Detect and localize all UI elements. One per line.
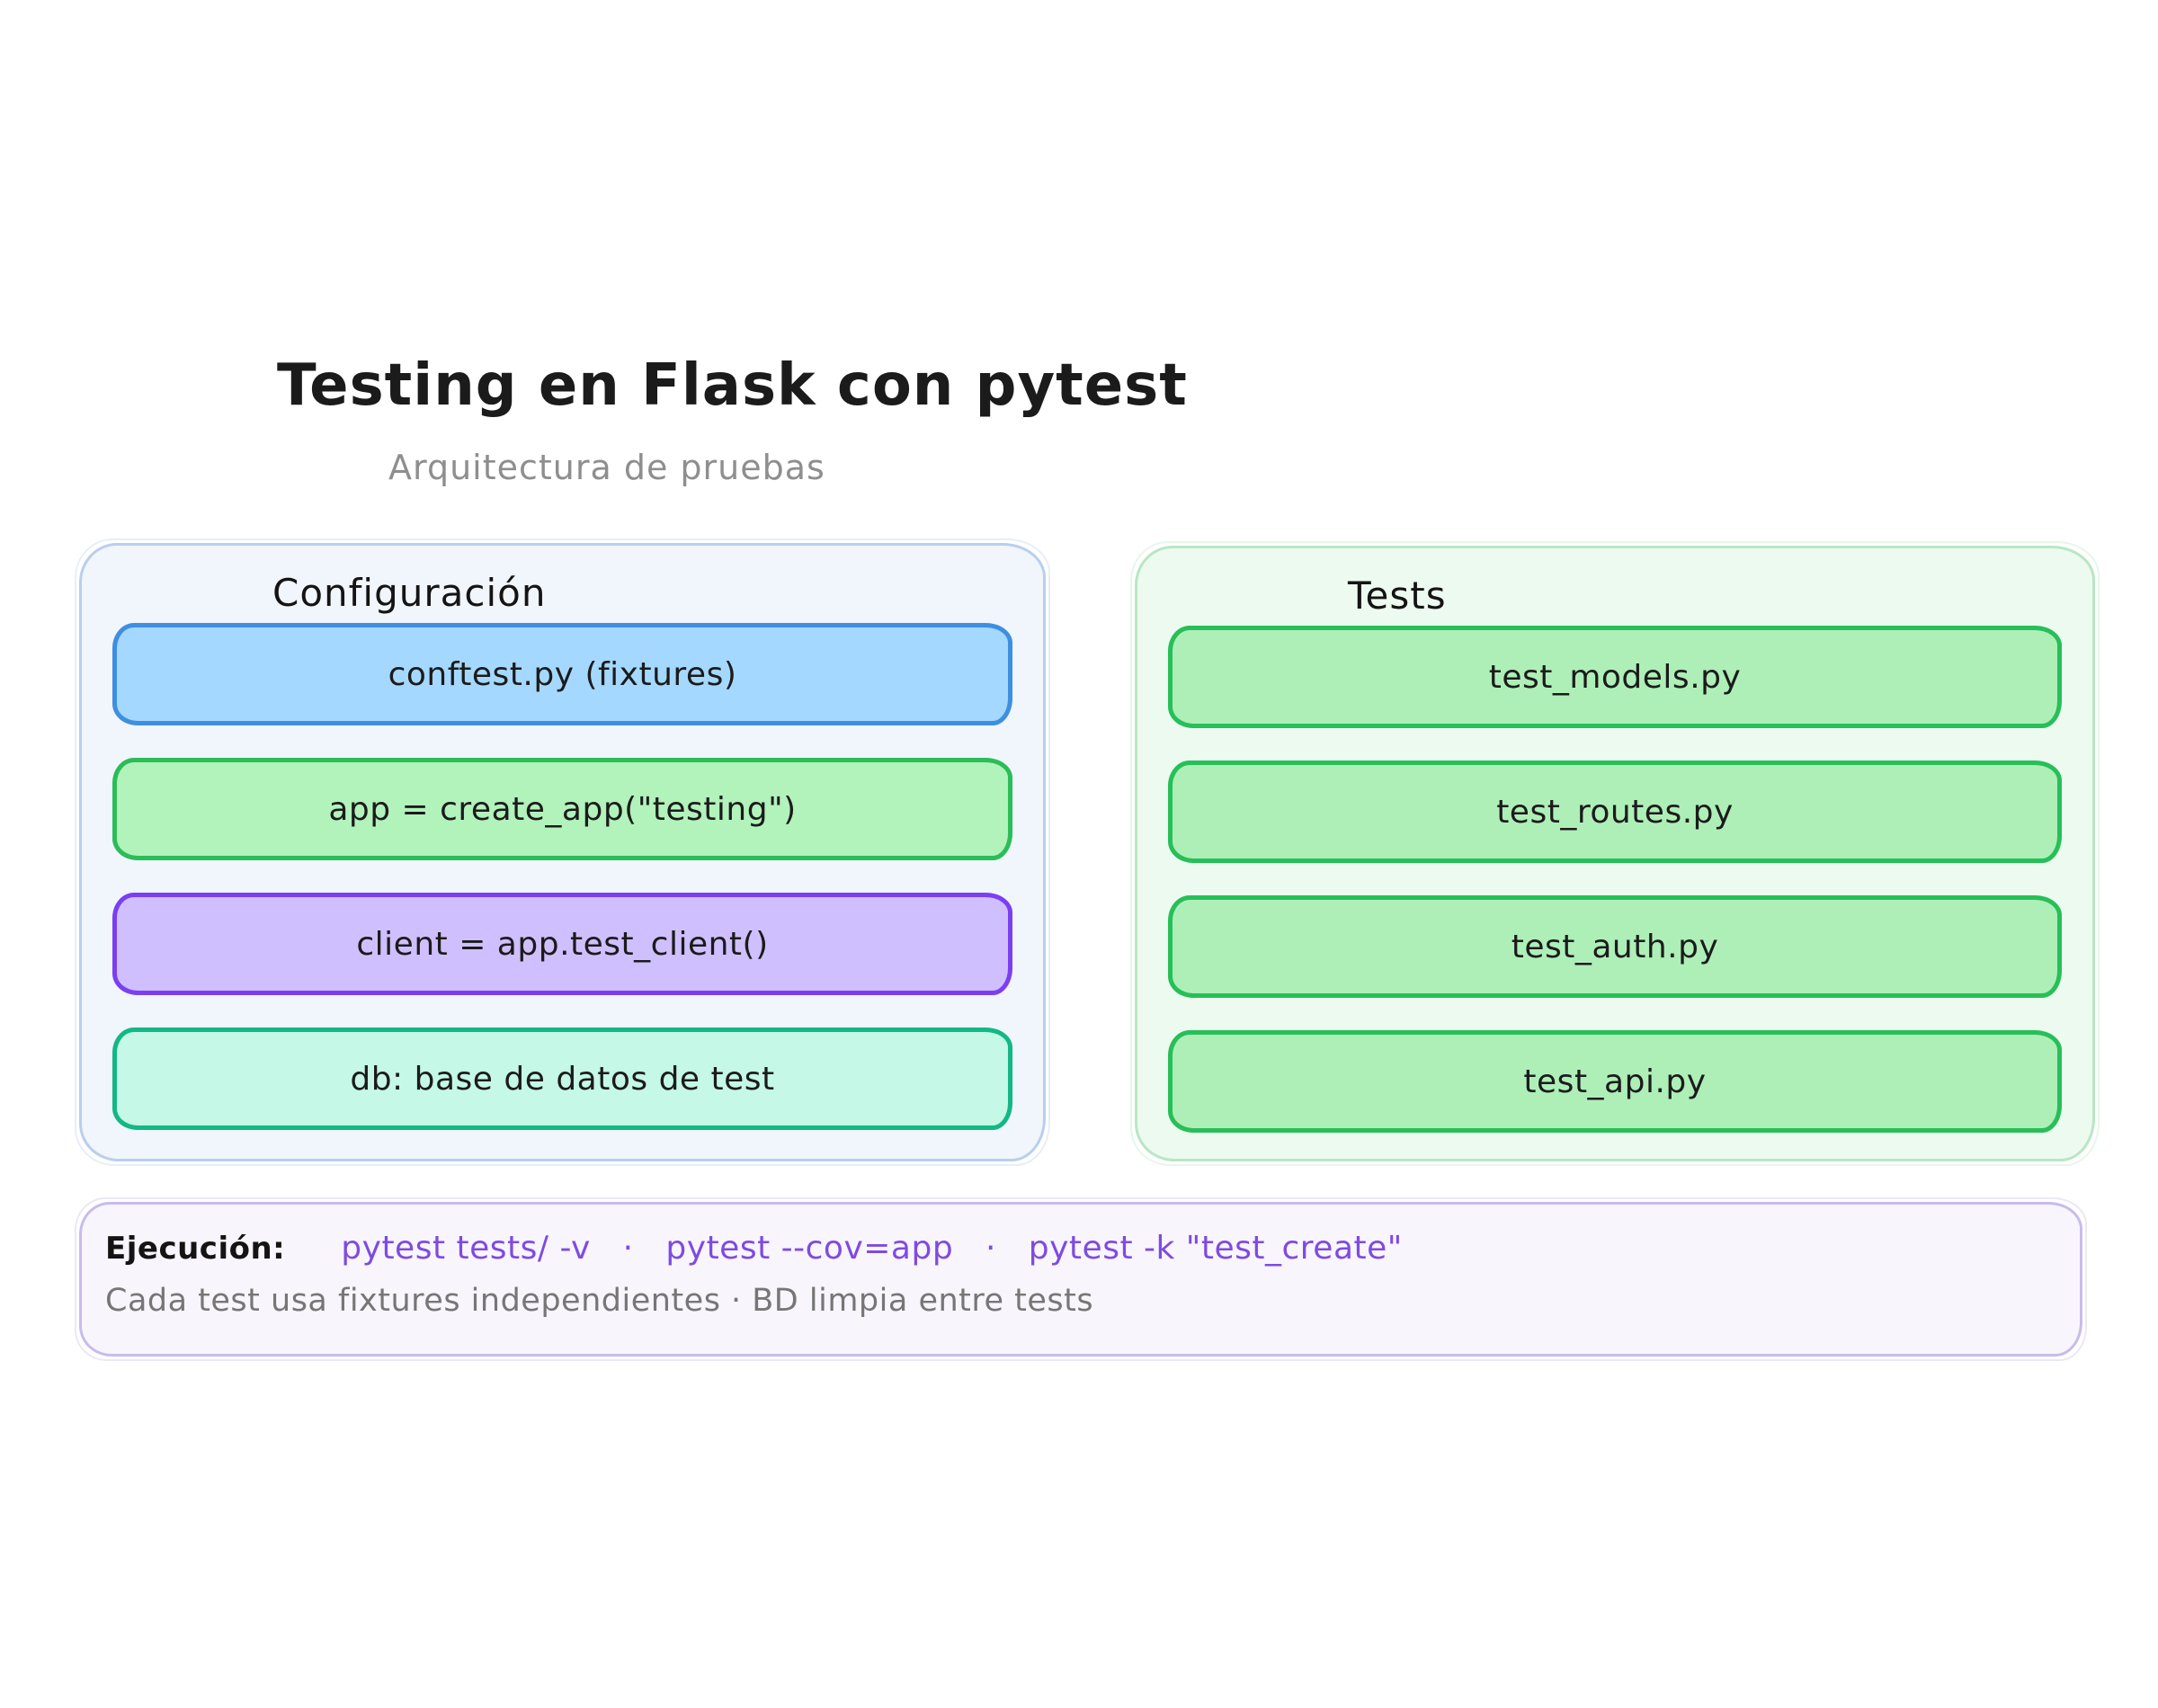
config-box-test-client-label: client = app.test_client() [356,925,769,963]
tests-box-api: test_api.py [1168,1030,2062,1133]
config-box-test-db-label: db: base de datos de test [350,1060,775,1098]
execution-commands: pytest tests/ -v · pytest --cov=app · py… [341,1230,1403,1267]
tests-panel-title: Tests [1348,574,1447,618]
execution-label: Ejecución: [105,1231,286,1267]
tests-box-routes-label: test_routes.py [1496,793,1734,831]
tests-box-api-label: test_api.py [1523,1063,1707,1100]
page-subtitle: Arquitectura de pruebas [388,448,825,487]
tests-box-routes: test_routes.py [1168,761,2062,863]
tests-box-models: test_models.py [1168,626,2062,728]
config-panel-title: Configuración [272,571,547,615]
tests-box-auth-label: test_auth.py [1511,928,1719,965]
config-box-conftest-label: conftest.py (fixtures) [388,655,737,693]
config-box-conftest: conftest.py (fixtures) [112,623,1012,725]
tests-box-auth: test_auth.py [1168,895,2062,998]
config-box-test-client: client = app.test_client() [112,893,1012,995]
execution-note: Cada test usa fixtures independientes · … [105,1283,1094,1319]
tests-box-models-label: test_models.py [1488,658,1742,696]
execution-line: Ejecución: pytest tests/ -v · pytest --c… [105,1230,2080,1267]
page-title: Testing en Flask con pytest [277,352,1188,419]
execution-box: Ejecución: pytest tests/ -v · pytest --c… [75,1197,2087,1361]
tests-panel: Tests test_models.py test_routes.py test… [1130,541,2100,1166]
config-box-create-app-label: app = create_app("testing") [328,790,797,828]
config-box-create-app: app = create_app("testing") [112,758,1012,860]
config-box-test-db: db: base de datos de test [112,1027,1012,1130]
config-panel: Configuración conftest.py (fixtures) app… [75,538,1050,1166]
